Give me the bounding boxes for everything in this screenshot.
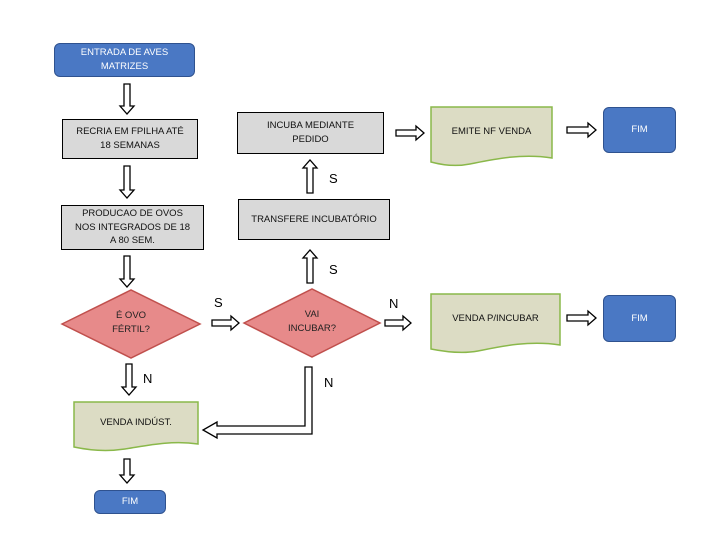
document-venda-indust-label: VENDA INDÚST. xyxy=(100,416,172,428)
edge-label-fertil-nao: N xyxy=(143,371,153,386)
document-venda-incubar-shape xyxy=(430,293,561,354)
decision-ovo-fertil-label: É OVO FÉRTIL? xyxy=(112,310,150,335)
edge-label-fertil-sim: S xyxy=(214,295,223,310)
document-emite-nf-shape xyxy=(430,106,553,167)
document-emite-nf-label: EMITE NF VENDA xyxy=(451,125,532,137)
node-fim-mid: FIM xyxy=(603,295,676,342)
document-venda-incubar-label: VENDA P/INCUBAR xyxy=(452,312,539,324)
decision-vai-incubar-shape xyxy=(242,288,382,358)
arrow-fertil-vai-incubar xyxy=(211,314,240,332)
node-fim-bottom: FIM xyxy=(94,490,166,514)
node-fim-top: FIM xyxy=(603,107,676,153)
arrow-decisao-venda-indust xyxy=(120,363,138,396)
arrow-vai-incubar-venda xyxy=(384,314,412,332)
decision-ovo-fertil-shape xyxy=(60,289,202,359)
arrow-transfere-incuba xyxy=(301,159,319,194)
edge-label-incubar-sim: S xyxy=(329,262,338,277)
arrow-venda-incubar-fim xyxy=(566,309,597,327)
document-venda-indust-shape xyxy=(73,401,199,452)
decision-vai-incubar-label: VAI INCUBAR? xyxy=(287,309,337,334)
node-recria: RECRIA EM FPILHA ATÉ 18 SEMANAS xyxy=(62,119,198,159)
arrow-entrada-recria xyxy=(118,83,136,115)
edge-label-incubar-nao-down: N xyxy=(324,375,334,390)
arrow-venda-indust-fim xyxy=(118,458,136,484)
node-incuba-pedido: INCUBA MEDIANTE PEDIDO xyxy=(237,112,384,154)
node-producao-ovos: PRODUCAO DE OVOS NOS INTEGRADOS DE 18 A … xyxy=(61,205,204,250)
arrow-vai-incubar-transfere xyxy=(301,249,319,284)
edge-label-transfere-sim: S xyxy=(329,171,338,186)
arrow-vai-incubar-venda-indust xyxy=(201,366,313,440)
arrow-producao-decisao xyxy=(118,255,136,288)
edge-label-incubar-nao-right: N xyxy=(389,296,399,311)
node-transfere-incubatorio: TRANSFERE INCUBATÓRIO xyxy=(238,199,390,240)
node-entrada-aves: ENTRADA DE AVES MATRIZES xyxy=(54,43,195,77)
arrow-recria-producao xyxy=(118,165,136,199)
arrow-emite-nf-fim xyxy=(566,121,597,139)
arrow-incuba-emite-nf xyxy=(395,124,425,142)
